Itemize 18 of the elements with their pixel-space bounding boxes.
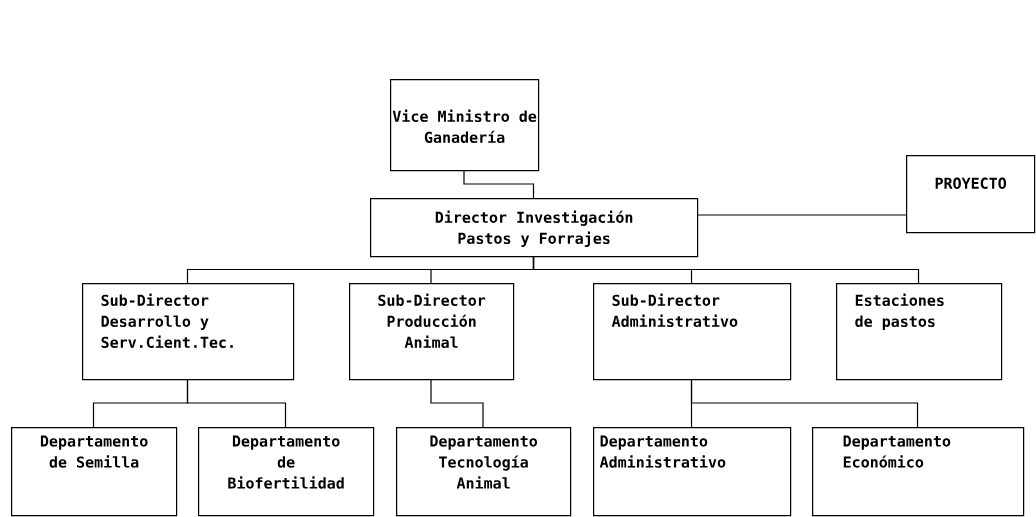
org-box: Departamento Tecnología Animal xyxy=(396,427,572,517)
connector-line xyxy=(463,169,535,199)
connector-line xyxy=(186,378,287,428)
org-box: Departamento Administrativo xyxy=(593,427,792,517)
connector-line xyxy=(430,378,484,428)
connector-line xyxy=(532,255,920,284)
org-box: Departamento de Semilla xyxy=(11,427,178,517)
connector-line xyxy=(690,378,919,428)
org-box: Departamento Económico xyxy=(812,427,1025,517)
org-box: Sub-Director Producción Animal xyxy=(349,283,515,381)
org-box: Sub-Director Administrativo xyxy=(593,283,792,381)
org-box: Sub-Director Desarrollo y Serv.Cient.Tec. xyxy=(82,283,295,381)
connector-line xyxy=(696,214,907,216)
org-box: Estaciones de pastos xyxy=(836,283,1003,381)
org-box: Vice Ministro de Ganadería xyxy=(390,79,540,172)
org-box: Director Investigación Pastos y Forrajes xyxy=(370,198,699,258)
org-box: Departamento de Biofertilidad xyxy=(198,427,375,517)
org-box: PROYECTO xyxy=(906,155,1036,234)
